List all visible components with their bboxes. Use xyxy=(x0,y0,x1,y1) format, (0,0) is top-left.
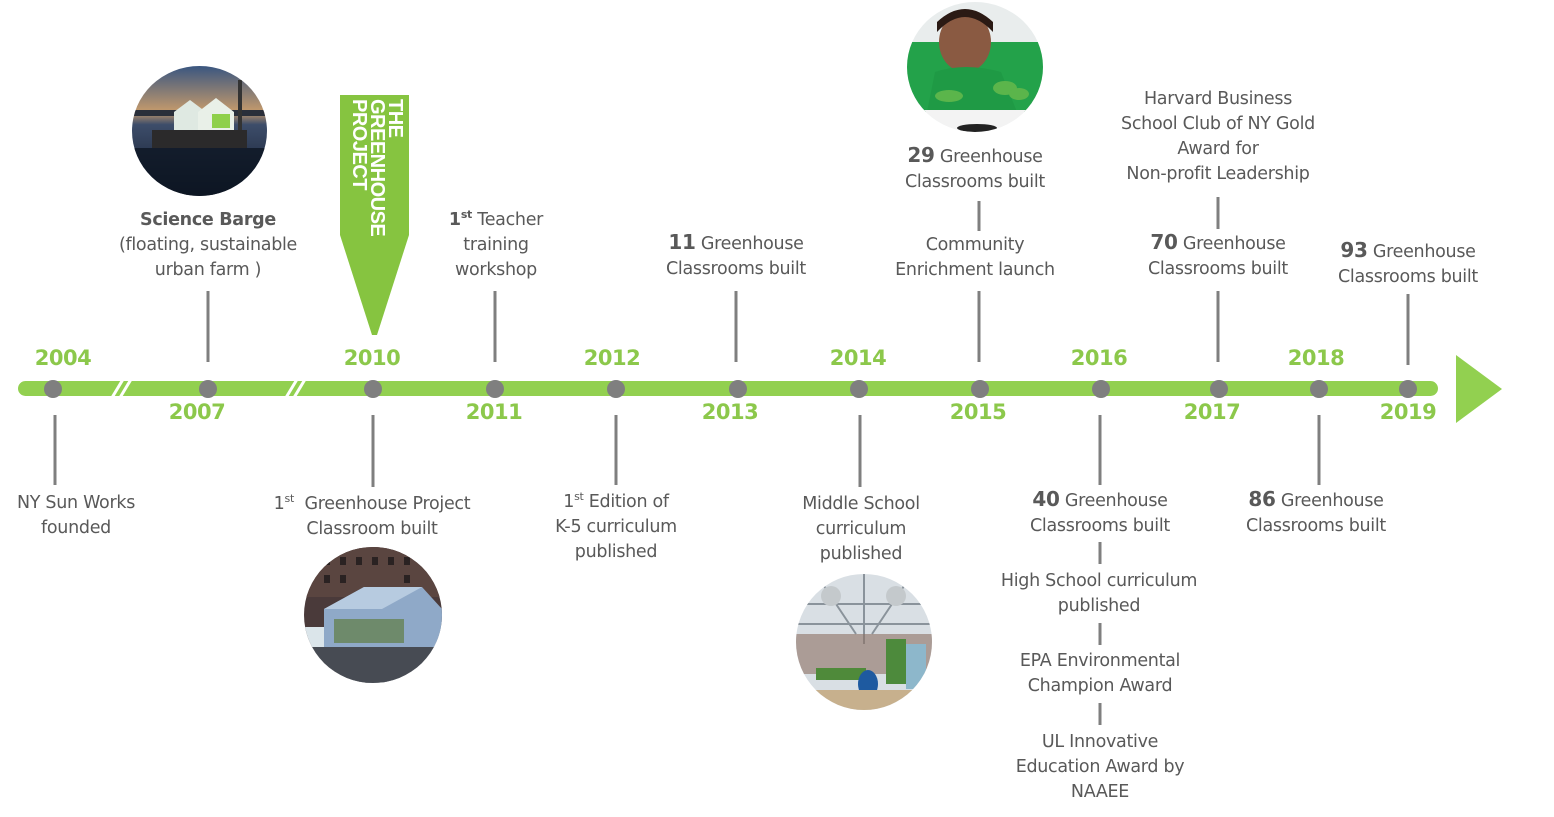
year-marker-2013 xyxy=(729,380,747,398)
connector-2016-a xyxy=(1098,542,1102,564)
year-marker-2007 xyxy=(199,380,217,398)
connector-2015 xyxy=(977,291,981,362)
connector-2017 xyxy=(1216,291,1220,362)
event-2011: 1st Teacher training workshop xyxy=(448,208,544,280)
event-2010: 1st Greenhouse Project Classroom built xyxy=(273,492,471,539)
year-marker-2004 xyxy=(44,380,62,398)
connector-2015-inner xyxy=(977,201,981,231)
axis-break-1 xyxy=(108,375,135,402)
connector-2010 xyxy=(371,415,375,487)
connector-2004 xyxy=(53,415,57,485)
connector-2019 xyxy=(1406,294,1410,365)
event-2017-count: 70 Greenhouse Classrooms built xyxy=(1148,230,1288,279)
connector-2007 xyxy=(206,291,210,362)
year-marker-2018 xyxy=(1310,380,1328,398)
year-marker-2010 xyxy=(364,380,382,398)
event-2016-count: 40 Greenhouse Classrooms built xyxy=(1030,487,1170,536)
arrow-head-icon xyxy=(1456,355,1502,423)
event-2015-enrichment: Community Enrichment launch xyxy=(895,235,1055,280)
greenhouse-project-sign: THE GREENHOUSE PROJECT xyxy=(340,95,409,335)
year-label-2007: 2007 xyxy=(168,400,226,424)
year-marker-2011 xyxy=(486,380,504,398)
connector-2014 xyxy=(858,415,862,487)
year-label-2011: 2011 xyxy=(465,400,523,424)
event-2018: 86 Greenhouse Classrooms built xyxy=(1246,487,1386,536)
year-label-2010: 2010 xyxy=(343,346,401,370)
connector-2016-b xyxy=(1098,623,1102,645)
connector-2017-inner xyxy=(1216,197,1220,229)
year-label-2013: 2013 xyxy=(701,400,759,424)
connector-2013 xyxy=(734,291,738,362)
connector-2016 xyxy=(1098,415,1102,485)
year-marker-2012 xyxy=(607,380,625,398)
connector-2018 xyxy=(1317,415,1321,485)
year-marker-2015 xyxy=(971,380,989,398)
connector-2016-c xyxy=(1098,703,1102,725)
event-2017-award: Harvard Business School Club of NY Gold … xyxy=(1121,89,1315,184)
connector-2011 xyxy=(493,291,497,362)
greenhouse-classroom-photo xyxy=(304,547,442,683)
event-2016-epa: EPA Environmental Champion Award xyxy=(1019,651,1181,696)
year-label-2017: 2017 xyxy=(1183,400,1241,424)
student-with-plants-photo xyxy=(907,2,1043,132)
year-label-2019: 2019 xyxy=(1379,400,1437,424)
science-barge-photo xyxy=(132,66,267,196)
axis-break-2 xyxy=(282,375,309,402)
event-2014: Middle School curriculum published xyxy=(802,494,920,564)
year-label-2014: 2014 xyxy=(829,346,887,370)
event-2013: 11 Greenhouse Classrooms built xyxy=(666,230,806,279)
year-label-2016: 2016 xyxy=(1070,346,1128,370)
year-marker-2014 xyxy=(850,380,868,398)
connector-2012 xyxy=(614,415,618,485)
year-label-2012: 2012 xyxy=(583,346,641,370)
year-marker-2017 xyxy=(1210,380,1228,398)
year-marker-2019 xyxy=(1399,380,1417,398)
year-label-2018: 2018 xyxy=(1287,346,1345,370)
event-2016-ul: UL Innovative Education Award by NAAEE xyxy=(1015,732,1185,802)
event-2012: 1st Edition of K-5 curriculum published xyxy=(555,490,677,562)
year-label-2004: 2004 xyxy=(34,346,92,370)
event-2007: Science Barge (floating, sustainable urb… xyxy=(118,210,298,280)
event-2016-high-school: High School curriculum published xyxy=(1000,571,1198,616)
event-2004: NY Sun Works founded xyxy=(16,493,136,538)
event-2019: 93 Greenhouse Classrooms built xyxy=(1338,238,1478,287)
year-label-2015: 2015 xyxy=(949,400,1007,424)
middle-school-greenhouse-photo xyxy=(796,574,932,710)
year-marker-2016 xyxy=(1092,380,1110,398)
event-2015-count: 29 Greenhouse Classrooms built xyxy=(905,143,1045,192)
